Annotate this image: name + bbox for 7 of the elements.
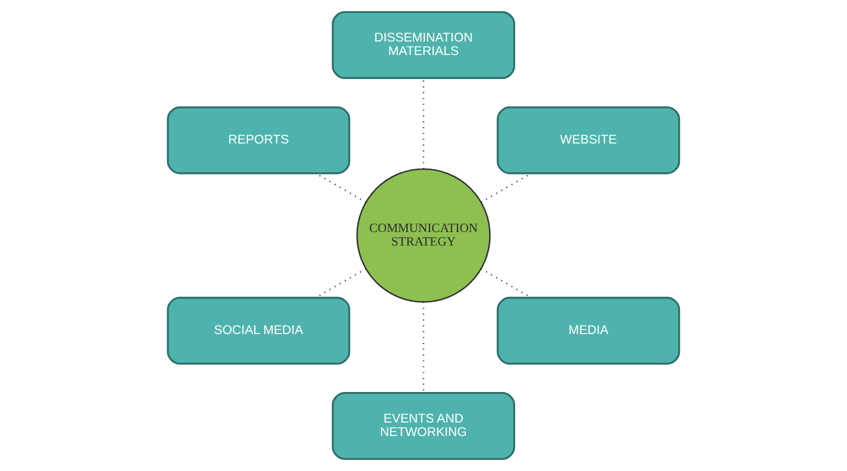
node-box: MEDIA xyxy=(496,296,680,365)
node-box: SOCIAL MEDIA xyxy=(166,296,350,365)
node-circle: COMMUNICATION STRATEGY xyxy=(356,168,491,303)
node-box: REPORTS xyxy=(166,106,350,174)
node-box: EVENTS AND NETWORKING xyxy=(332,392,516,460)
node-box: DISSEMINATION MATERIALS xyxy=(332,11,516,80)
node-box: WEBSITE xyxy=(496,106,680,174)
